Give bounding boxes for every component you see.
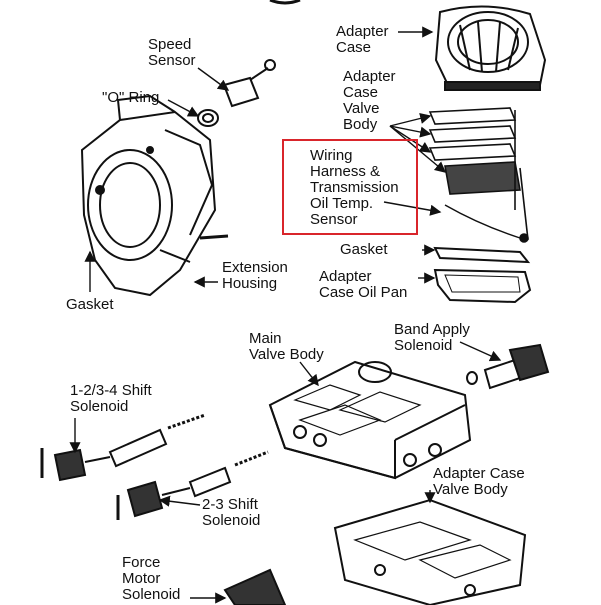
label-adapter-case: Adapter Case <box>336 23 389 56</box>
label-o-ring: "O" Ring <box>102 89 160 106</box>
extension-housing-drawing <box>80 94 229 297</box>
label-main-valve-body: Main Valve Body <box>249 330 324 363</box>
label-force-motor-solenoid: Force Motor Solenoid <box>122 554 181 603</box>
label-shift-solenoid-1234: 1-2/3-4 Shift Solenoid <box>70 382 152 415</box>
label-adapter-case-valve-body-top: Adapter Case Valve Body <box>343 68 396 133</box>
label-gasket-left: Gasket <box>66 296 114 313</box>
speed-sensor-drawing <box>197 59 276 127</box>
valve-body-plates-drawing <box>428 107 529 243</box>
label-speed-sensor: Speed Sensor <box>148 36 196 69</box>
label-adapter-case-oil-pan: Adapter Case Oil Pan <box>319 268 408 301</box>
highlight-box <box>282 139 418 235</box>
adapter-case-drawing <box>434 5 547 91</box>
force-motor-solenoid-drawing <box>223 568 287 605</box>
shift-solenoids-drawing <box>40 413 269 520</box>
label-wiring-harness: Wiring Harness & Transmission Oil Temp. … <box>310 147 399 228</box>
leader-lines <box>69 26 502 604</box>
label-band-apply-solenoid: Band Apply Solenoid <box>394 321 470 354</box>
band-apply-solenoid-drawing <box>466 343 550 390</box>
lower-valve-body-drawing <box>333 498 527 605</box>
label-extension-housing: Extension Housing <box>222 259 288 292</box>
oil-pan-drawing <box>433 246 532 304</box>
label-gasket-right: Gasket <box>340 241 388 258</box>
main-valve-body-drawing <box>268 360 472 480</box>
label-adapter-case-valve-body-bottom: Adapter Case Valve Body <box>433 465 525 498</box>
label-shift-solenoid-23: 2-3 Shift Solenoid <box>202 496 261 529</box>
